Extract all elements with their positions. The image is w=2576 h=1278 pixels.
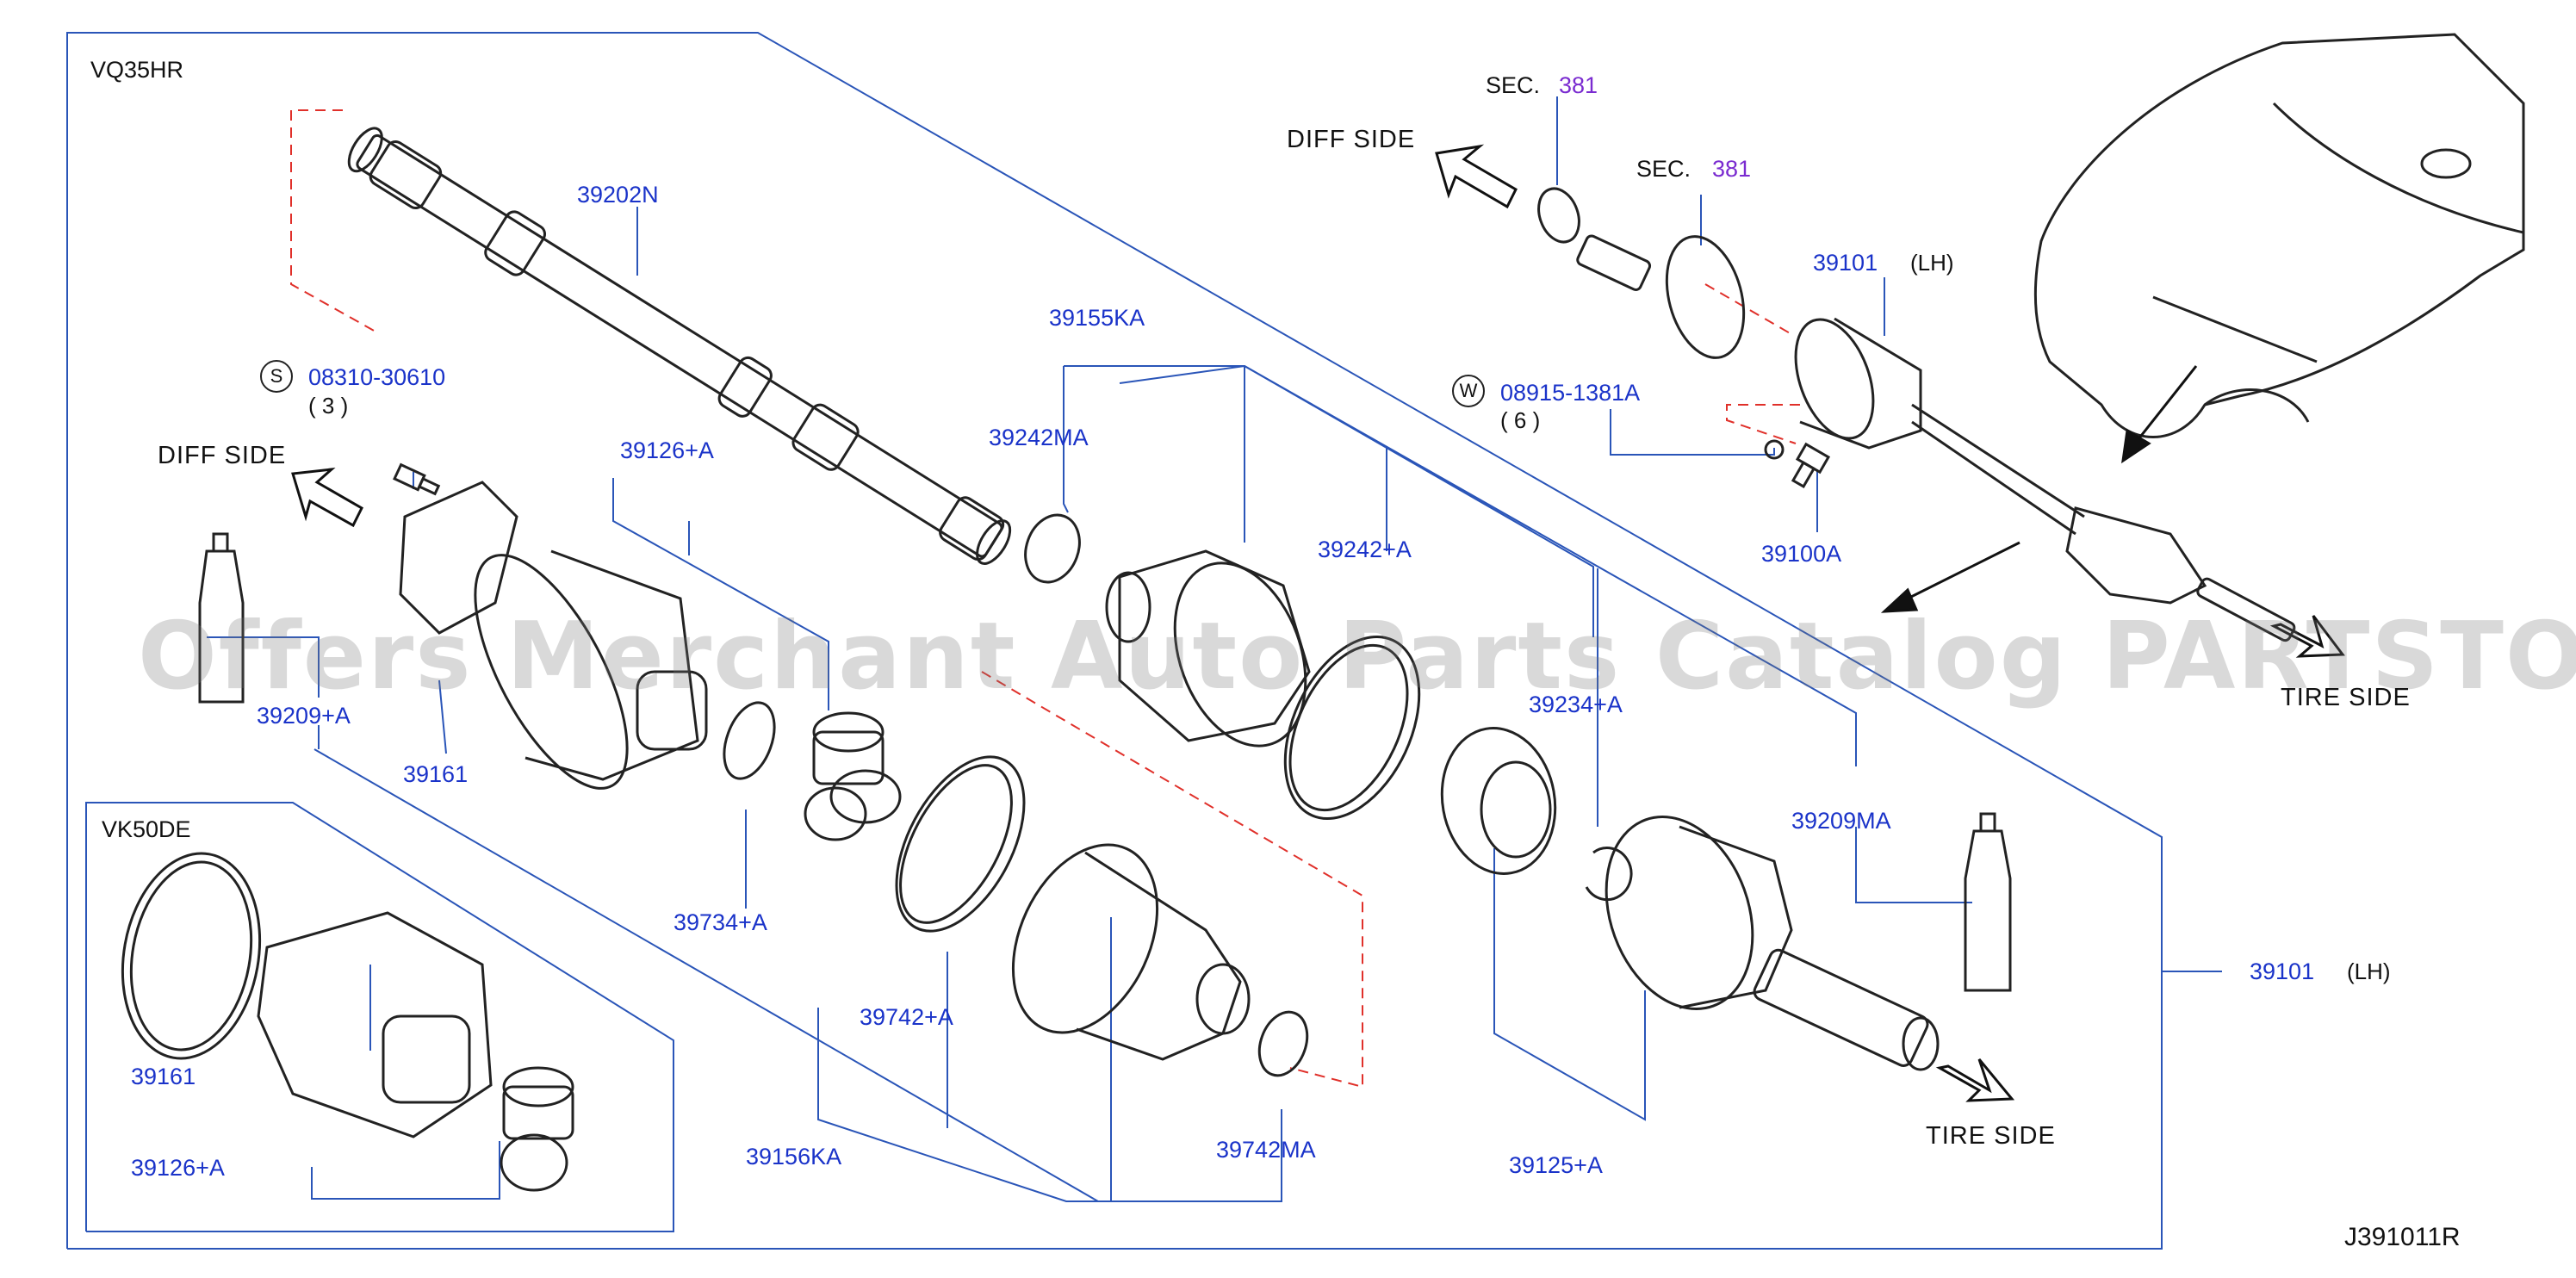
part-39155KA[interactable]: 39155KA xyxy=(1049,305,1145,331)
grease-tube-right xyxy=(1964,812,2012,992)
section-prefix-1: SEC. xyxy=(1486,72,1541,98)
diff-side-left-label: DIFF SIDE xyxy=(158,442,287,469)
part-39126-a[interactable]: 39126+A xyxy=(620,437,714,463)
part-39742MA[interactable]: 39742MA xyxy=(1216,1137,1316,1163)
diff-side-top-label: DIFF SIDE xyxy=(1287,126,1416,153)
parts-art xyxy=(121,33,2525,1192)
bolt-quantity: ( 3 ) xyxy=(308,393,349,419)
grease-tube-left xyxy=(198,532,245,704)
part-39202N[interactable]: 39202N xyxy=(577,182,659,208)
part-08915-1381A[interactable]: 08915-1381A xyxy=(1500,380,1641,406)
section-link-381-a[interactable]: 381 xyxy=(1559,72,1598,98)
watermark: Offers Merchant Auto Parts Catalog PARTS… xyxy=(138,603,2576,710)
part-39734-a[interactable]: 39734+A xyxy=(673,909,767,935)
tire-side-right-label: TIRE SIDE xyxy=(2281,684,2411,711)
part-39100A[interactable]: 39100A xyxy=(1761,541,1842,567)
inset-part-39161[interactable]: 39161 xyxy=(131,1064,196,1089)
circled-marker-s: S xyxy=(260,360,293,393)
housing xyxy=(474,549,708,790)
frame-lines xyxy=(66,32,2222,1250)
long-shaft xyxy=(347,127,1012,565)
part-39209MA[interactable]: 39209MA xyxy=(1791,808,1891,834)
part-39242-a[interactable]: 39242+A xyxy=(1318,537,1412,562)
part-39101-top[interactable]: 39101 xyxy=(1813,250,1878,276)
part-08310-30610[interactable]: 08310-30610 xyxy=(308,364,446,390)
part-39161[interactable]: 39161 xyxy=(403,761,469,787)
part-39242MA[interactable]: 39242MA xyxy=(989,425,1089,450)
direction-arrows xyxy=(291,144,2345,1102)
hidden-lines xyxy=(290,109,1800,1089)
motion-arrows xyxy=(1880,365,2198,613)
outer-joint xyxy=(1605,816,1940,1071)
part-39156KA[interactable]: 39156KA xyxy=(746,1144,842,1169)
part-39742-a[interactable]: 39742+A xyxy=(860,1004,953,1030)
part-39101-side-lh: (LH) xyxy=(2347,958,2391,984)
diagram-id: J391011R xyxy=(2344,1223,2461,1251)
outer-boot xyxy=(1105,549,1311,748)
circled-marker-w: W xyxy=(1452,375,1485,407)
bearing-cage xyxy=(1440,727,1557,875)
part-39209-a[interactable]: 39209+A xyxy=(257,703,351,729)
inset-part-39126-a[interactable]: 39126+A xyxy=(131,1155,225,1181)
engine-label-main: VQ35HR xyxy=(90,57,184,83)
part-39125-a[interactable]: 39125+A xyxy=(1509,1152,1603,1178)
tripod-joint xyxy=(804,711,902,841)
vehicle-outline xyxy=(2033,33,2525,438)
shaft-assembly xyxy=(1794,317,2296,642)
section-link-381-b[interactable]: 381 xyxy=(1712,156,1752,182)
part-39101-top-lh: (LH) xyxy=(1910,250,1954,276)
bolt-small-left xyxy=(393,462,441,496)
washer-quantity: ( 6 ) xyxy=(1500,407,1541,433)
engine-label-inset: VK50DE xyxy=(102,816,191,842)
part-39234-a[interactable]: 39234+A xyxy=(1529,692,1623,717)
inset-parts xyxy=(121,852,574,1192)
stub-shaft xyxy=(1576,234,1746,359)
part-39101-side[interactable]: 39101 xyxy=(2250,958,2315,984)
tire-side-bottom-label: TIRE SIDE xyxy=(1926,1122,2056,1150)
section-prefix-2: SEC. xyxy=(1636,156,1691,182)
inner-boot xyxy=(1011,843,1251,1061)
